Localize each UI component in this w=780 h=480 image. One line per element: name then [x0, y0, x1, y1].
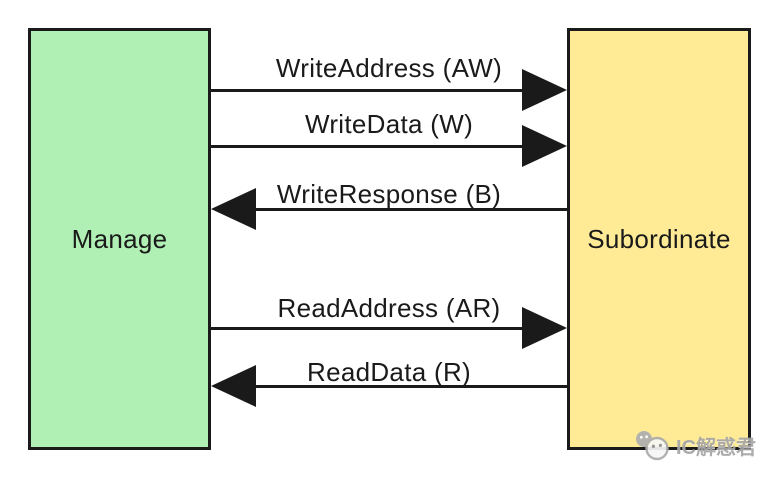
arrowhead-left-icon: [211, 365, 256, 407]
arrowhead-right-icon: [522, 125, 567, 167]
channel-line-read-address: [211, 327, 536, 330]
channel-line-write-response: [250, 208, 567, 211]
manage-box: Manage: [28, 28, 211, 450]
arrowhead-right-icon: [522, 307, 567, 349]
subordinate-box-label: Subordinate: [587, 223, 731, 254]
channel-label-write-address: WriteAddress (AW): [275, 53, 503, 83]
watermark: IC解惑君: [633, 429, 756, 461]
arrowhead-left-icon: [211, 188, 256, 230]
manage-box-label: Manage: [71, 223, 168, 254]
channel-label-write-response: WriteResponse (B): [276, 179, 502, 209]
arrowhead-right-icon: [522, 69, 567, 111]
wechat-face-icon: [633, 429, 671, 461]
channel-label-read-address: ReadAddress (AR): [277, 293, 501, 323]
channel-line-write-address: [211, 89, 536, 92]
channel-label-write-data: WriteData (W): [304, 109, 474, 139]
subordinate-box: Subordinate: [567, 28, 751, 450]
watermark-text: IC解惑君: [676, 436, 756, 459]
channel-line-write-data: [211, 145, 536, 148]
channel-line-read-data: [250, 385, 567, 388]
channel-label-read-data: ReadData (R): [307, 357, 471, 387]
